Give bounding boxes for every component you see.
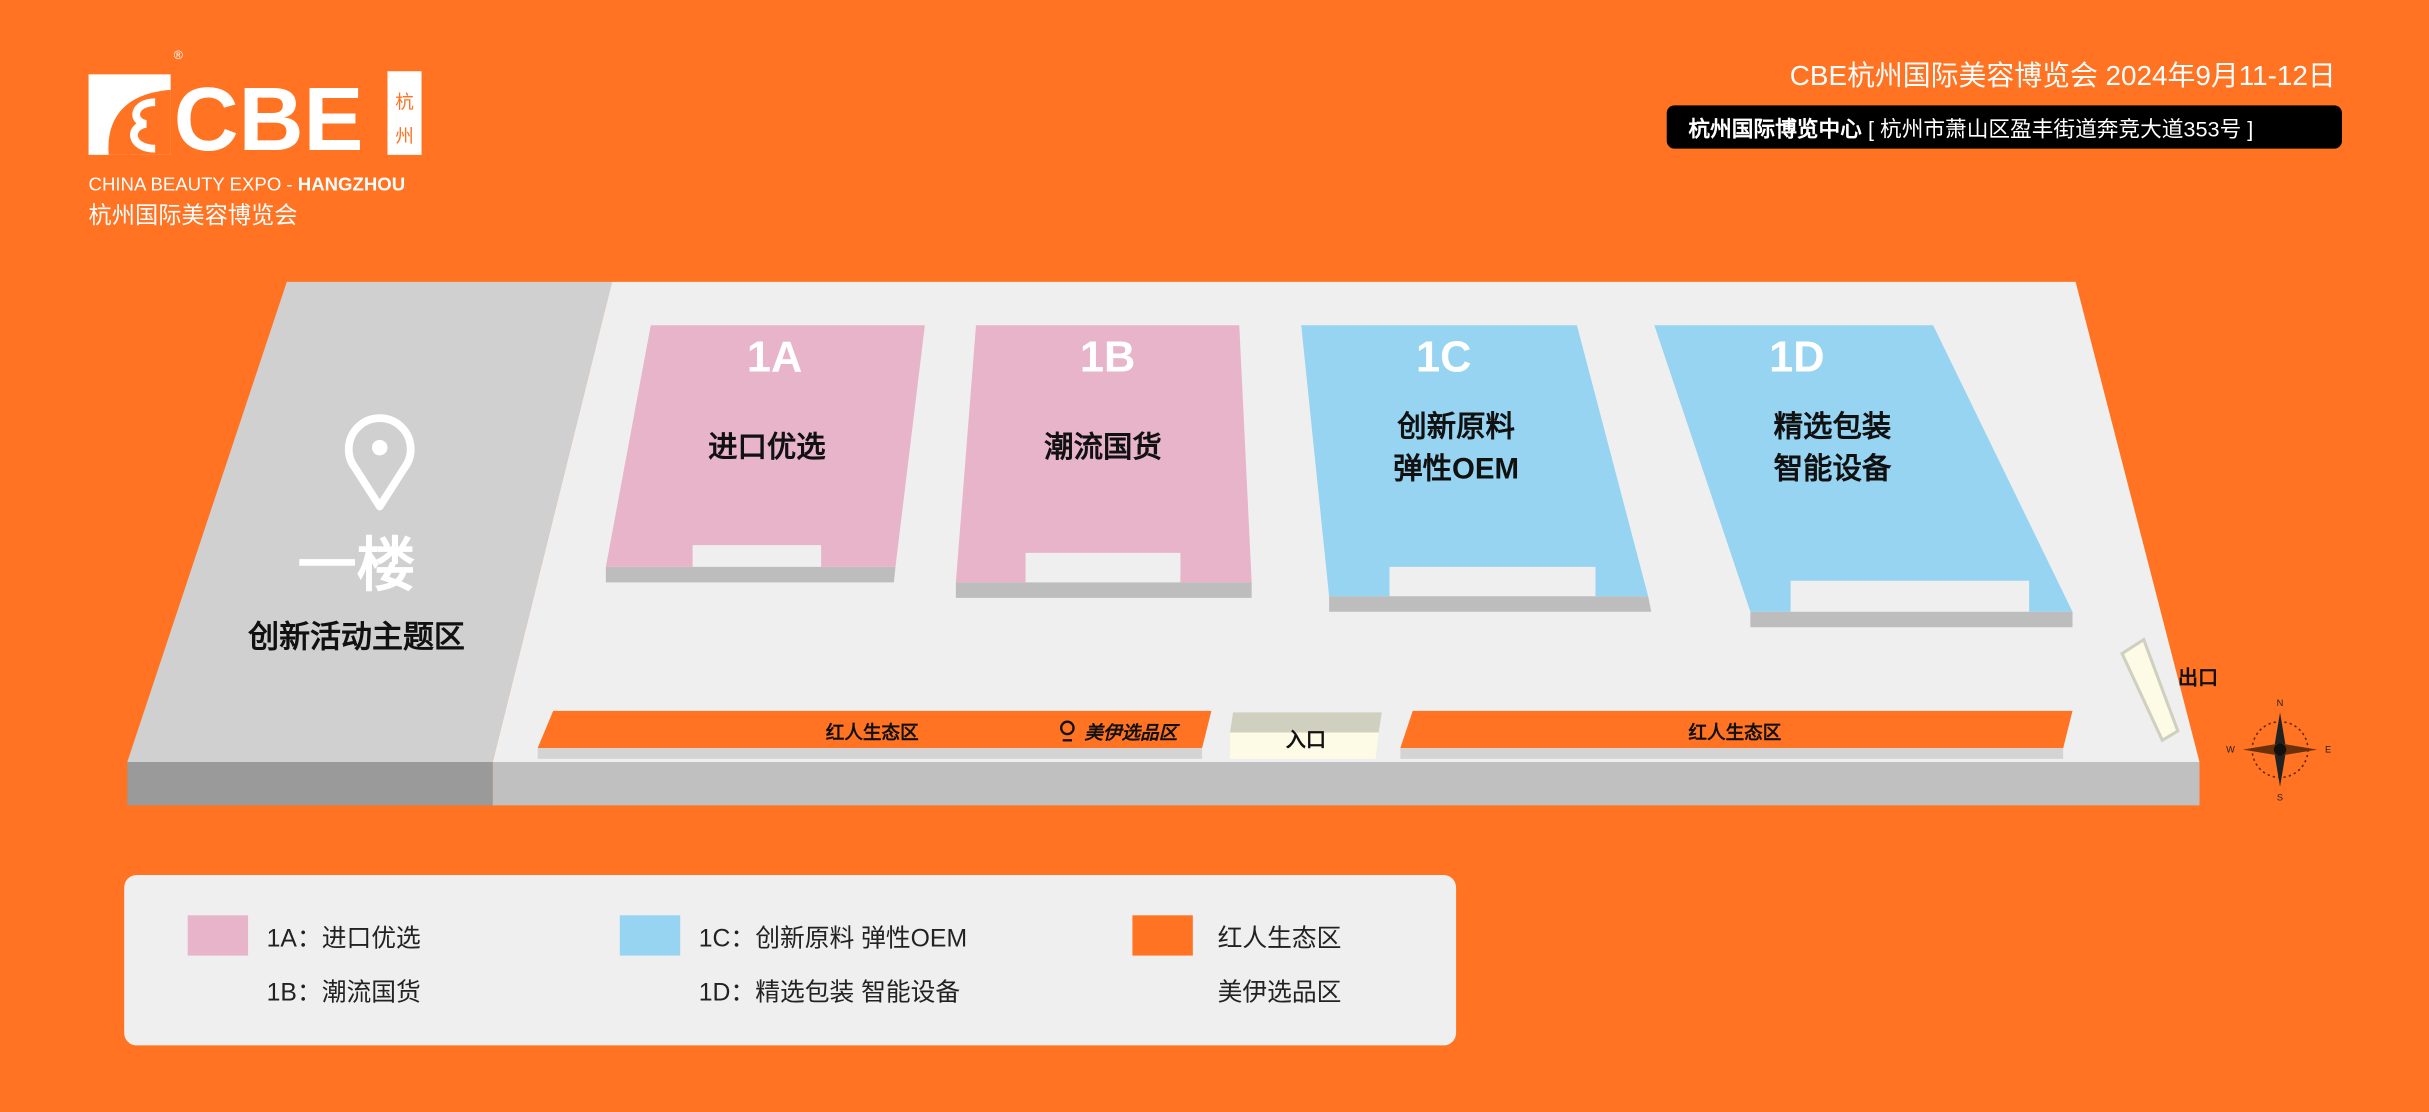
hall-label-1: 创新原料 <box>1396 411 1515 444</box>
legend-item: 1D：精选包装 智能设备 <box>699 978 961 1006</box>
hall-id: 1B <box>1080 334 1135 382</box>
logo-subtitle-en: CHINA BEAUTY EXPO - HANGZHOU <box>89 173 406 194</box>
logo-city-1: 杭 <box>395 91 414 112</box>
strip-label: 红人生态区 <box>1688 722 1781 743</box>
venue-address: 杭州国际博览中心[ 杭州市萧山区盈丰街道奔竞大道353号 ] <box>1688 116 2253 141</box>
hall-id: 1C <box>1416 334 1471 382</box>
legend-item: 1B：潮流国货 <box>267 978 421 1006</box>
theme-zone-label: 创新活动主题区 <box>247 619 465 654</box>
exit-label: 出口 <box>2178 666 2218 690</box>
compass-s: S <box>2277 793 2283 803</box>
legend-item: 1C：创新原料 弹性OEM <box>699 924 967 952</box>
venue-banner <box>1666 105 2342 149</box>
hall-id: 1A <box>747 334 802 382</box>
influencer-zone-left[interactable]: 红人生态区 美伊选品区 <box>537 710 1212 759</box>
compass-w: W <box>2226 745 2235 755</box>
legend-item: 1A：进口优选 <box>267 924 421 952</box>
legend-item: 美伊选品区 <box>1218 978 1342 1006</box>
hall-1B[interactable]: 1B 潮流国货 <box>955 325 1252 598</box>
hall-1C[interactable]: 1C 创新原料 弹性OEM <box>1301 325 1652 612</box>
hall-label-2: 弹性OEM <box>1393 453 1519 486</box>
compass-n: N <box>2277 698 2284 708</box>
logo-city-2: 州 <box>395 125 414 146</box>
logo-brand: CBE <box>174 70 364 170</box>
legend: 1A：进口优选 1B：潮流国货 1C：创新原料 弹性OEM 1D：精选包装 智能… <box>124 875 1457 1046</box>
strip-label: 红人生态区 <box>826 722 919 743</box>
entrance-label: 入口 <box>1286 728 1326 751</box>
hall-id: 1D <box>1769 334 1824 382</box>
floor-front <box>492 761 2200 806</box>
legend-swatch-pink <box>187 915 249 956</box>
meiyi-logo-icon <box>1060 720 1075 742</box>
hall-1D[interactable]: 1D 精选包装 智能设备 <box>1654 325 2073 628</box>
legend-swatch-orange <box>1132 915 1193 956</box>
legend-swatch-blue <box>619 915 681 956</box>
meiyi-zone-label: 美伊选品区 <box>1084 722 1180 743</box>
hall-label-1: 精选包装 <box>1774 410 1892 444</box>
influencer-zone-right[interactable]: 红人生态区 <box>1400 710 2073 759</box>
compass-e: E <box>2325 745 2331 755</box>
legend-item: 红人生态区 <box>1218 924 1342 952</box>
logo-registered: ® <box>174 48 183 62</box>
hall-1A[interactable]: 1A 进口优选 <box>605 325 925 583</box>
theme-zone[interactable] <box>127 281 613 762</box>
location-pin-icon <box>344 414 415 511</box>
floor-label: 一楼 <box>298 533 416 598</box>
event-title: CBE杭州国际美容博览会 2024年9月11-12日 <box>1790 60 2336 91</box>
floor-front-left <box>127 761 493 806</box>
entrance[interactable]: 入口 <box>1229 712 1382 759</box>
logo-subtitle-cn: 杭州国际美容博览会 <box>89 202 298 228</box>
hall-label: 潮流国货 <box>1044 430 1162 464</box>
hall-label-2: 智能设备 <box>1774 452 1892 486</box>
cbe-logo: CBE ® 杭 州 CHINA BEAUTY EXPO - HANGZHOU 杭… <box>88 48 422 228</box>
exit[interactable]: 出口 <box>2120 637 2218 743</box>
hall-label: 进口优选 <box>708 431 826 464</box>
logo-city-badge <box>387 71 422 155</box>
